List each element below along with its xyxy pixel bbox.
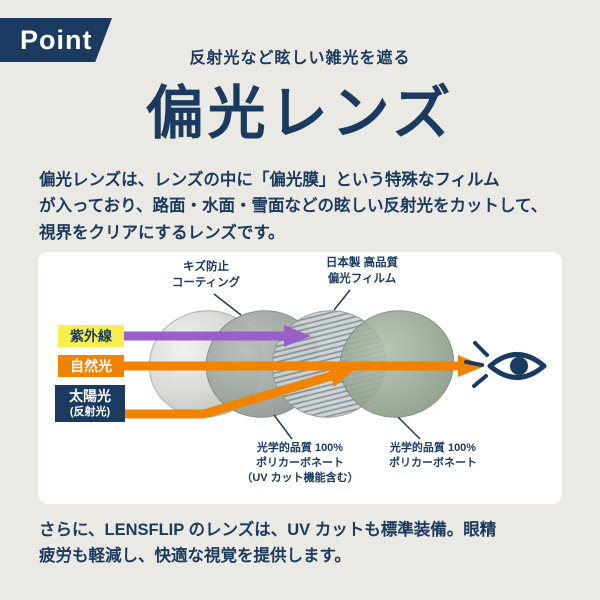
reflected-light-arrow — [122, 365, 355, 419]
header-subtitle: 反射光など眩しい雑光を遮る — [189, 50, 411, 67]
coating-label: キズ防止 コーティング — [171, 261, 241, 289]
outro-paragraph: さらに、LENSFLIP のレンズは、UV カットも標準装備。眼精 疲労も軽減し… — [39, 521, 497, 566]
film-label: 日本製 高品質 偏光フィルム — [325, 257, 399, 285]
reflected-sunlight-label-line1: 太陽光 — [69, 388, 111, 404]
polycarbonate-label: 光学的品質 100% ポリカーボネート — [389, 442, 477, 469]
pointer-lines — [213, 289, 421, 440]
intro-paragraph: 偏光レンズは、レンズの中に「偏光膜」という特殊なフィルム が入っており、路面・水… — [39, 171, 548, 242]
point-badge: Point — [0, 18, 112, 62]
reflected-sunlight-label: 太陽光 (反射光) — [55, 385, 125, 423]
uv-arrow — [122, 325, 311, 347]
uv-ray-label: 紫外線 — [58, 325, 124, 347]
eye-icon — [464, 341, 547, 388]
polycarbonate-uv-label: 光学的品質 100% ポリカーボネート （UV カット機能含む） — [241, 442, 359, 484]
lens-diagram-panel: キズ防止 コーティング 日本製 高品質 偏光フィルム 紫外線 自然光 太陽光 (… — [38, 252, 562, 504]
lens-diagram — [122, 289, 547, 440]
point-badge-label: Point — [20, 25, 93, 55]
natural-light-label: 自然光 — [58, 355, 124, 377]
reflected-sunlight-label-line2: (反射光) — [69, 405, 111, 418]
page-title: 偏光レンズ — [145, 81, 455, 146]
